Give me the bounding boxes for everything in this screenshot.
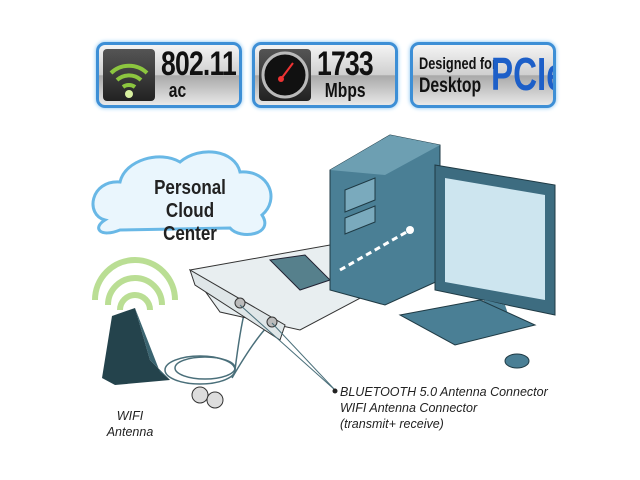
keyboard xyxy=(398,299,537,346)
badge-line1: Designed for xyxy=(419,54,497,73)
wifi-antenna-label: WIFI Antenna xyxy=(100,408,160,440)
monitor xyxy=(434,164,556,320)
connector-label-line1: BLUETOOTH 5.0 Antenna Connector xyxy=(340,385,548,399)
connector-pointer xyxy=(239,304,338,394)
antenna-label-line1: WIFI xyxy=(116,409,144,423)
badge-subtitle: Mbps xyxy=(324,80,366,102)
mouse xyxy=(504,353,530,369)
cloud-shape xyxy=(91,150,273,236)
connector-label-line2: WIFI Antenna Connector xyxy=(340,401,478,415)
connector-label: BLUETOOTH 5.0 Antenna Connector WIFI Ant… xyxy=(340,384,548,432)
computer-tower xyxy=(329,134,441,306)
personal-cloud-center-label: Personal Cloud Center xyxy=(139,177,241,246)
pcie-logo: PCIe xyxy=(491,48,553,100)
wifi-antenna xyxy=(102,308,170,385)
badge-title: 802.11 xyxy=(161,45,237,83)
speedometer-icon xyxy=(259,49,311,101)
badge-subtitle: ac xyxy=(168,80,187,102)
wifi-icon xyxy=(103,49,155,101)
badge-line2: Desktop xyxy=(419,74,482,97)
antenna-connectors xyxy=(191,386,224,409)
cloud-line1: Personal xyxy=(154,177,226,199)
badge-title: 1733 xyxy=(317,45,374,83)
antenna-label-line2: Antenna xyxy=(106,425,154,439)
connector-label-line3: (transmit+ receive) xyxy=(340,417,444,431)
wifi-signal-arcs xyxy=(92,257,178,311)
cloud-line2: Cloud Center xyxy=(163,200,217,245)
